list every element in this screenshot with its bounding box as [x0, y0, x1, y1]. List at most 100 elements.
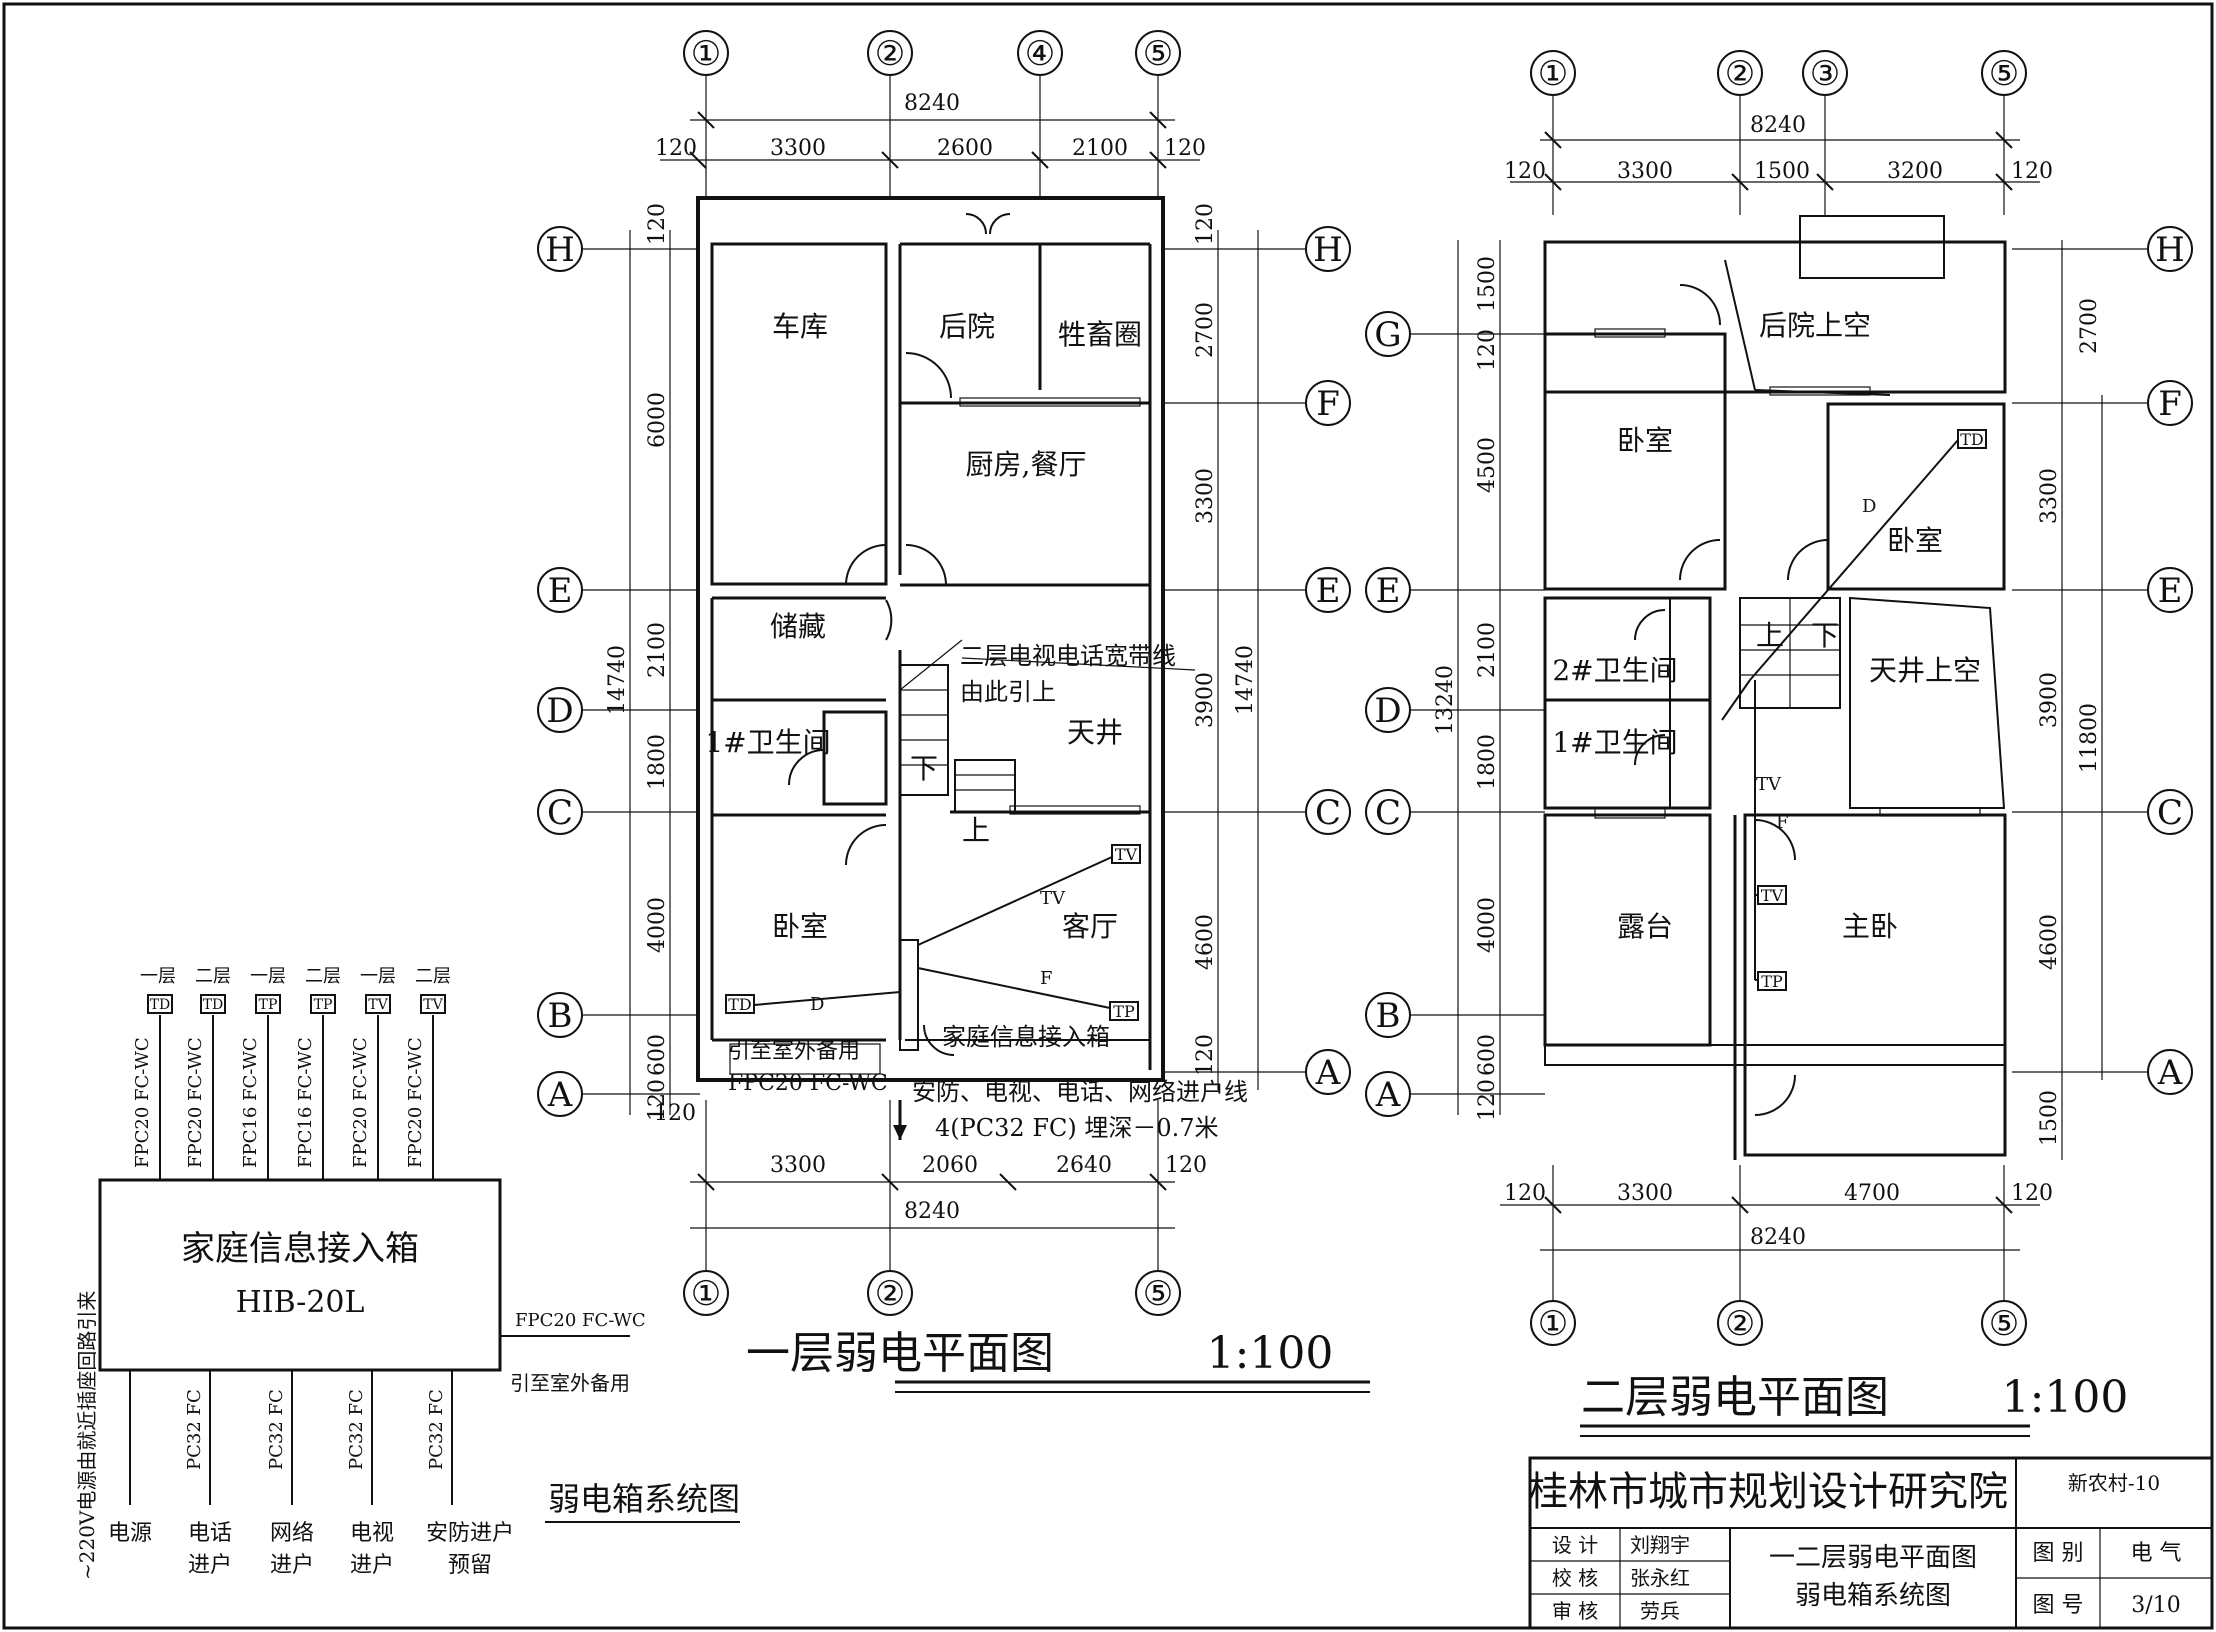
dim: 3200 [1887, 159, 1943, 184]
dim: 4700 [1844, 1181, 1900, 1206]
dim: 1800 [645, 734, 670, 790]
dim: 120 [1164, 136, 1206, 161]
axis-label: ② [875, 1274, 905, 1314]
floor-label: 二层 [415, 966, 451, 987]
dim: 3300 [770, 1153, 826, 1178]
room-label: 储藏 [770, 610, 826, 643]
dim-total: 8240 [1750, 113, 1806, 138]
cable-spec: PC32 FC [346, 1389, 367, 1470]
dim: 1500 [1754, 159, 1810, 184]
dim: 2100 [645, 622, 670, 678]
tp-outlet: TP [314, 997, 333, 1013]
cable-spec: FPC20 FC-WC [185, 1037, 206, 1168]
dim: 4500 [1475, 437, 1500, 493]
dim: 1500 [1475, 256, 1500, 312]
plan2-bottom: 120 3300 4700 120 8240 ① ② ⑤ [1500, 1165, 2053, 1346]
branch-label: 电源 [108, 1521, 152, 1546]
axis-label: ② [1725, 1304, 1755, 1344]
dim: 1500 [2037, 1090, 2062, 1146]
axis-label: E [1376, 571, 1401, 611]
axis-label: C [1375, 793, 1401, 833]
branch-label: 进户 [270, 1553, 314, 1578]
cable-spec: FPC20 FC-WC [515, 1310, 646, 1331]
plan1-top-axes: ① ② ④ ⑤ [683, 30, 1181, 200]
room-label: 天井 [1067, 716, 1123, 749]
room-label: 厨房,餐厅 [966, 448, 1087, 481]
plan1: ① ② ④ ⑤ 8240 120 3300 2600 2100 120 H E [537, 30, 1370, 1393]
room-label: 后院上空 [1759, 309, 1871, 342]
institute-name: 桂林市城市规划设计研究院 [1528, 1469, 2008, 1515]
tp-outlet: TP [259, 997, 278, 1013]
dim: 2100 [1072, 136, 1128, 161]
role-label: 设 计 [1552, 1533, 1598, 1557]
f-cable-tag: F [1040, 968, 1053, 989]
dim: 2100 [1475, 622, 1500, 678]
dim: 2700 [1193, 302, 1218, 358]
tv-cable-tag: TV [1040, 888, 1066, 909]
plan2-title: 二层弱电平面图 1:100 [1580, 1372, 2129, 1437]
plan1-side-axes: H E D C B A H F E C A [537, 226, 1351, 1117]
room-label: 卧室 [1617, 424, 1673, 457]
dim: 4000 [1475, 897, 1500, 953]
dim: 6000 [645, 392, 670, 448]
axis-label: ④ [1025, 34, 1055, 74]
dim: 120 [645, 1079, 670, 1121]
tp-outlet: TP [1113, 1002, 1135, 1021]
td-outlet: TD [203, 997, 224, 1013]
axis-label: ⑤ [1989, 54, 2019, 94]
plan1-top-dims: 8240 120 3300 2600 2100 120 [655, 91, 1206, 169]
room-label: 后院 [939, 310, 995, 343]
dim: 120 [1165, 1153, 1207, 1178]
dim: 120 [2011, 1181, 2053, 1206]
role-name: 刘翔宇 [1630, 1533, 1690, 1557]
dim: 3900 [2037, 672, 2062, 728]
floor-label: 一层 [250, 966, 286, 987]
dim: 3300 [2037, 468, 2062, 524]
drawing-name: 弱电箱系统图 [1795, 1581, 1951, 1611]
number-label: 图 号 [2033, 1593, 2084, 1618]
box-model: HIB-20L [236, 1285, 365, 1320]
dim: 4600 [2037, 914, 2062, 970]
tp-outlet: TP [1761, 972, 1783, 991]
room-label: 1#卫生间 [1552, 726, 1677, 759]
plan1-title: 一层弱电平面图 1:100 [746, 1328, 1370, 1393]
branch-label: 进户 [188, 1553, 232, 1578]
dim: 2600 [937, 136, 993, 161]
axis-label: G [1374, 315, 1401, 355]
plan2: ① ② ③ ⑤ 8240 120 3300 1500 3200 120 G E … [1365, 50, 2193, 1437]
project-code: 新农村-10 [2068, 1471, 2160, 1495]
axis-label: H [1313, 230, 1343, 270]
axis-label: A [2157, 1053, 2183, 1093]
system-top-branches: TD TD TP TP TV TV 一层 二层 一层 二层 一层 二层 FPC2… [132, 966, 451, 1180]
room-label: 天井上空 [1869, 654, 1981, 687]
dim-total: 8240 [1750, 1225, 1806, 1250]
axis-label: ② [875, 34, 905, 74]
role-name: 张永红 [1630, 1566, 1690, 1590]
dim: 120 [2011, 159, 2053, 184]
branch-label: 预留 [448, 1553, 492, 1578]
plan-scale: 1:100 [2002, 1372, 2129, 1423]
dim: 4600 [1193, 914, 1218, 970]
axis-label: ① [1538, 1304, 1568, 1344]
system-diagram: 家庭信息接入箱 HIB-20L TD TD TP TP TV TV 一层 二层 … [75, 966, 740, 1580]
tv-outlet: TV [368, 997, 388, 1013]
dim: 3300 [1193, 468, 1218, 524]
plan2-wiring: TD TV TP D TV F [1721, 429, 1987, 991]
dim: 120 [1193, 1034, 1218, 1076]
dim: 2640 [1056, 1153, 1112, 1178]
note: 二层电视电话宽带线 [960, 642, 1176, 670]
plan2-top-axes: ① ② ③ ⑤ 8240 120 3300 1500 3200 120 [1504, 50, 2053, 215]
floor-label: 一层 [140, 966, 176, 987]
dim: 120 [1193, 203, 1218, 245]
room-label: 卧室 [772, 910, 828, 943]
dim: 120 [1475, 329, 1500, 371]
branch-label: 电话 [188, 1521, 232, 1546]
plan-scale: 1:100 [1207, 1328, 1334, 1379]
dim: 120 [1475, 1079, 1500, 1121]
axis-label: ① [1538, 54, 1568, 94]
room-label: 卧室 [1887, 524, 1943, 557]
branch-label: 安防进户 [426, 1521, 514, 1546]
dim: 120 [1504, 159, 1546, 184]
note: 引至室外备用 [728, 1039, 860, 1064]
